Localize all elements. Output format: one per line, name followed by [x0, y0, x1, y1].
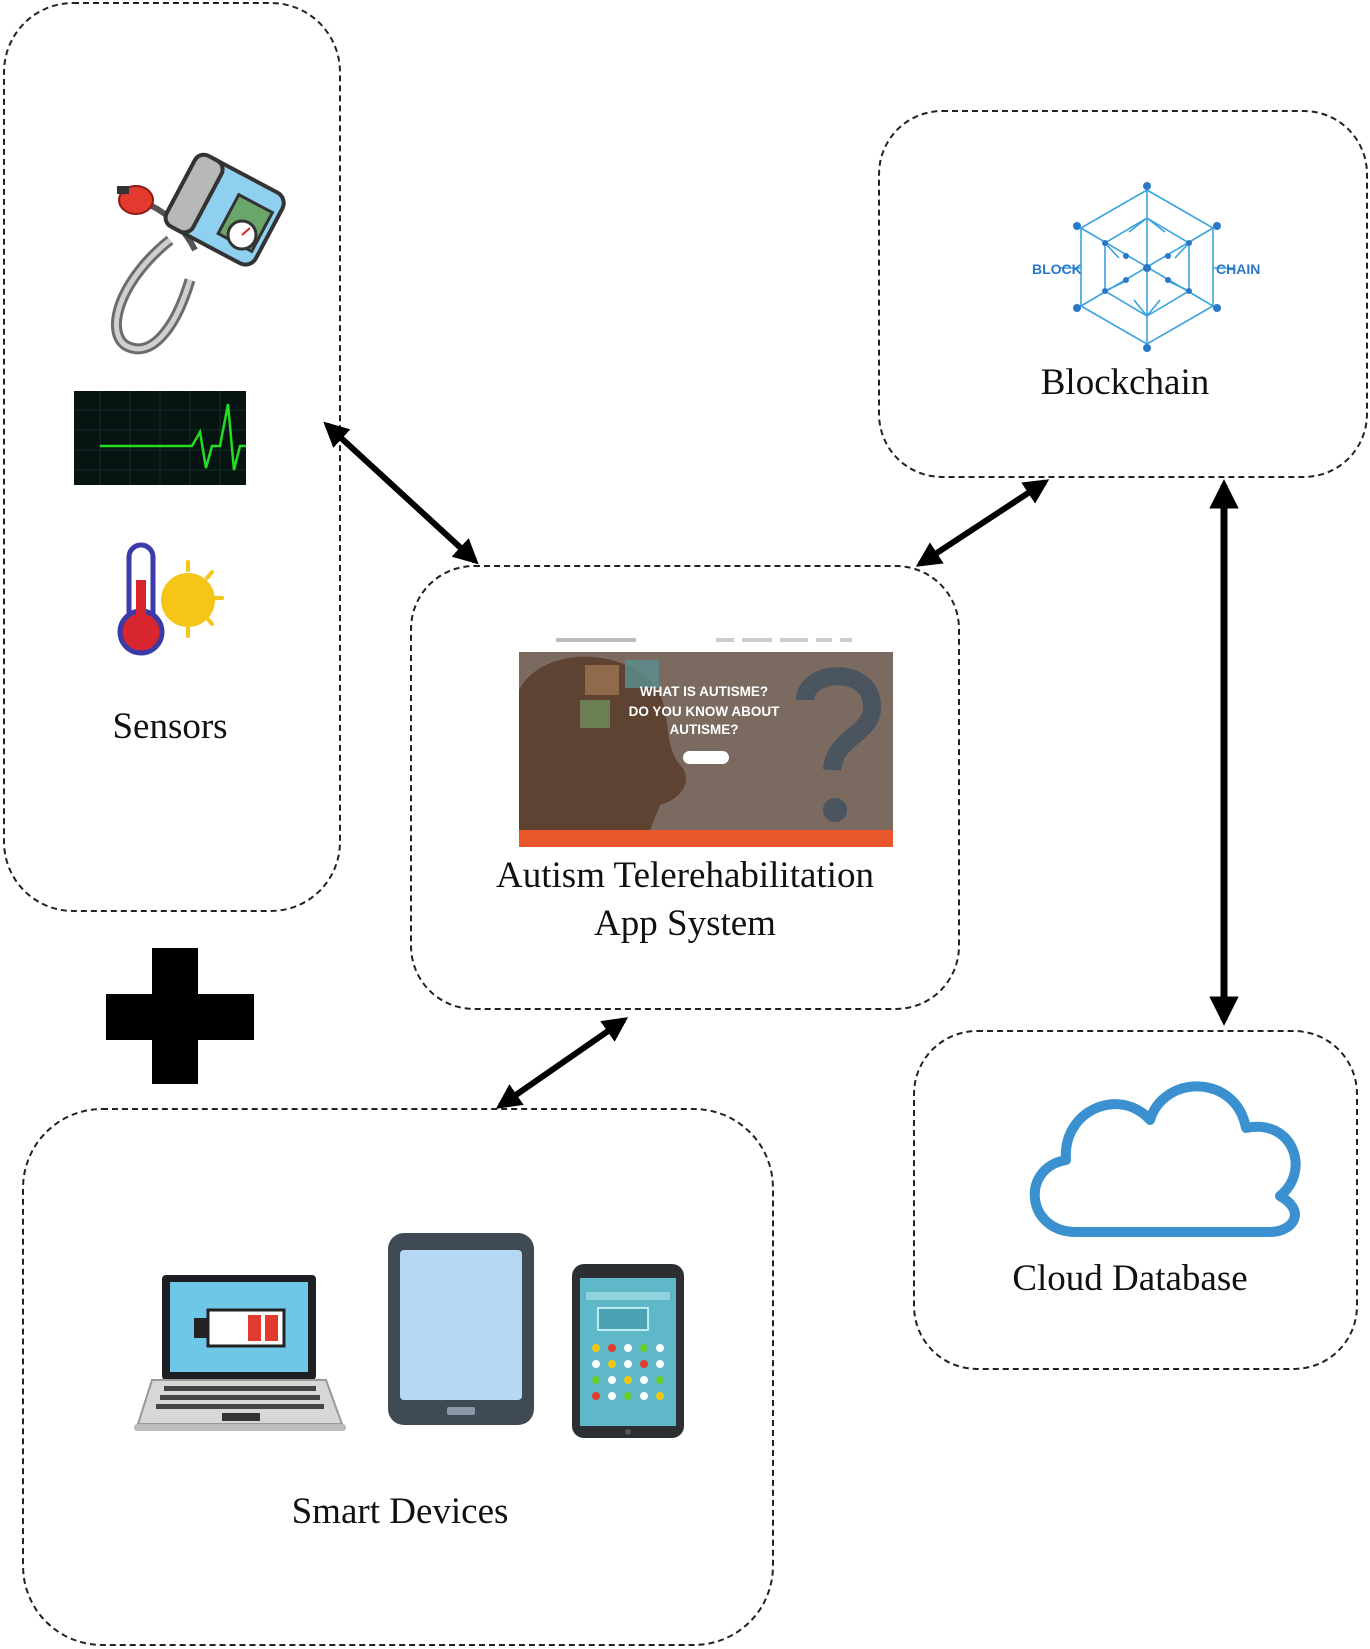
edge-app-devices [495, 1017, 629, 1109]
sensors-label: Sensors [112, 706, 228, 747]
plus-icon [106, 948, 254, 1084]
devices-label: Smart Devices [291, 1491, 509, 1532]
blockchain-node [878, 110, 1368, 478]
cloud-icon [1029, 1081, 1301, 1237]
blockchain-logo-left-text: BLOCK [1032, 261, 1082, 277]
thermometer-sun-icon [117, 542, 224, 656]
app-label-line2: App System [594, 903, 776, 944]
smart-devices-node [22, 1108, 774, 1646]
app-system-node [410, 565, 960, 1010]
cloud-database-node [913, 1030, 1358, 1370]
tablet-icon [388, 1233, 534, 1425]
app-hero-line2: DO YOU KNOW ABOUT [629, 704, 781, 719]
laptop-icon [134, 1275, 346, 1431]
blockchain-logo-icon [1060, 182, 1234, 352]
edge-blockchain-app [915, 479, 1050, 567]
ecg-monitor-icon [74, 391, 246, 485]
app-label-line1: Autism Telerehabilitation [496, 855, 874, 896]
app-hero-line3: AUTISME? [670, 722, 739, 737]
blockchain-label: Blockchain [1040, 362, 1210, 403]
blood-pressure-monitor-icon [111, 152, 286, 355]
app-hero-line1: WHAT IS AUTISME? [640, 684, 768, 699]
blockchain-logo-right-text: CHAIN [1216, 261, 1260, 277]
app-screenshot-icon [519, 632, 893, 847]
cloud-label: Cloud Database [1012, 1258, 1248, 1299]
smartphone-icon [572, 1264, 684, 1438]
edge-sensors-app [323, 421, 479, 565]
